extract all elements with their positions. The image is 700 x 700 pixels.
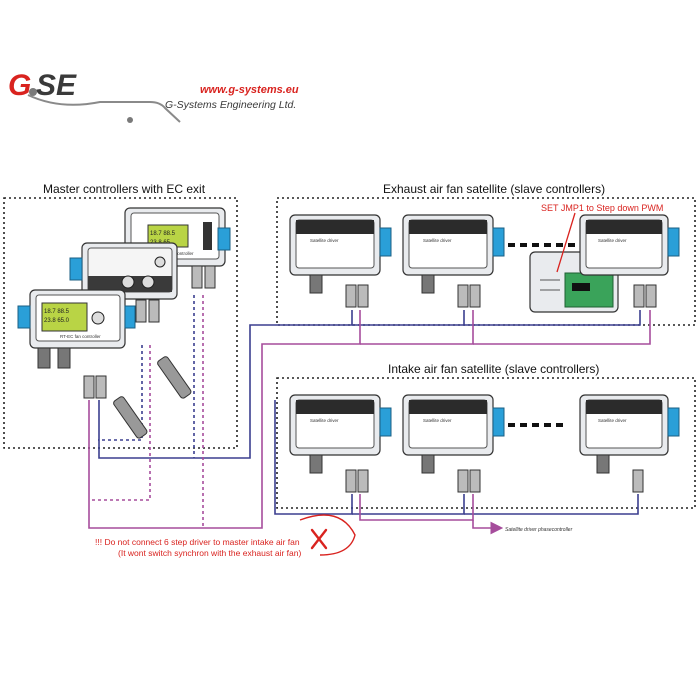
master-controller-2 xyxy=(69,242,178,323)
exhaust-wire xyxy=(464,310,641,326)
warning-x-icon xyxy=(310,528,328,550)
svg-text:18.7 88.5: 18.7 88.5 xyxy=(44,309,70,315)
knob-icon xyxy=(141,275,155,289)
connector-blue-icon xyxy=(69,257,83,281)
logo-node-icon xyxy=(29,88,37,96)
master-group-box xyxy=(3,197,238,449)
master-controller-1: 18.7 88.5 23.8 65.0 RT-EC fan controller xyxy=(17,289,136,399)
exhaust-satellite-3: Satellite driver xyxy=(579,214,680,308)
svg-text:18.7 88.5: 18.7 88.5 xyxy=(150,231,176,237)
intake-section-title: Intake air fan satellite (slave controll… xyxy=(388,362,599,376)
satellite-label: Satellite driver xyxy=(423,418,452,423)
connector-blue-icon xyxy=(492,227,505,257)
jumper-note: SET JMP1 to Step down PWM xyxy=(541,203,663,213)
connector-blue-icon xyxy=(217,227,231,251)
master-1-label: RT-EC fan controller xyxy=(60,334,101,339)
connector-blue-icon xyxy=(379,407,392,437)
exhaust-satellite-2: Satellite driver xyxy=(402,214,505,308)
intake-group-wire xyxy=(274,400,353,515)
cable-gland xyxy=(37,347,51,369)
control-buttons xyxy=(203,222,212,250)
satellite-label: Satellite driver xyxy=(598,418,627,423)
logo-node-icon xyxy=(127,117,133,123)
logo-g: G xyxy=(8,69,31,102)
intake-wire xyxy=(360,310,474,345)
gse-logo: G SE www.g-systems.eu G-Systems Engineer… xyxy=(8,69,299,123)
intake-wire xyxy=(473,310,651,345)
connector-blue-icon xyxy=(667,227,680,257)
connector-blue-icon xyxy=(124,305,136,329)
satellite-label: Satellite driver xyxy=(423,238,452,243)
intake-wire xyxy=(88,310,361,529)
svg-text:23.8 65.0: 23.8 65.0 xyxy=(44,318,70,324)
exhaust-group-box xyxy=(276,197,696,326)
intake-satellite-1: Satellite driver xyxy=(289,394,392,493)
connector-blue-icon xyxy=(379,227,392,257)
warning-line-2: (It wont switch synchron with the exhaus… xyxy=(118,548,301,558)
satellite-arrow xyxy=(472,520,504,535)
exhaust-satellite-1: Satellite driver xyxy=(289,214,392,308)
sensor-probe-icon xyxy=(157,356,192,399)
lcd-display xyxy=(41,302,88,332)
jumper-pointer xyxy=(556,212,576,273)
intake-group-wire xyxy=(352,494,465,515)
exhaust-wire xyxy=(98,310,353,459)
cable-gland xyxy=(57,347,71,369)
satellite-label: Satellite driver xyxy=(598,238,627,243)
satellite-label: Satellite driver xyxy=(310,238,339,243)
logo-url: www.g-systems.eu xyxy=(200,84,299,96)
intake-group-wire xyxy=(464,494,639,515)
exhaust-wire xyxy=(352,310,465,326)
connector-blue-icon xyxy=(667,407,680,437)
satellite-arrow-label: Satellite driver phasecontroller xyxy=(505,527,573,533)
logo-swoosh xyxy=(27,94,181,123)
logo-se: SE xyxy=(36,69,77,102)
intake-group-wire xyxy=(359,494,474,521)
exhaust-section-title: Exhaust air fan satellite (slave control… xyxy=(383,182,605,196)
master-dashed-wire xyxy=(98,345,143,441)
connector-blue-icon xyxy=(17,305,31,329)
wiring-lines xyxy=(88,295,651,556)
intake-group-box xyxy=(276,377,696,509)
satellite-label: Satellite driver xyxy=(310,418,339,423)
sensor-probe-icon xyxy=(113,396,148,439)
warning-line-1: !!! Do not connect 6 step driver to mast… xyxy=(95,537,300,547)
logo-company: G-Systems Engineering Ltd. xyxy=(165,99,296,111)
knob-icon xyxy=(121,275,135,289)
connector-blue-icon xyxy=(492,407,505,437)
intake-satellite-3: Satellite driver xyxy=(579,394,680,493)
knob-icon xyxy=(91,311,105,325)
intake-satellite-2: Satellite driver xyxy=(402,394,505,493)
knob-icon xyxy=(154,256,166,268)
warning-curve xyxy=(299,514,356,556)
master-section-title: Master controllers with EC exit xyxy=(43,182,206,196)
